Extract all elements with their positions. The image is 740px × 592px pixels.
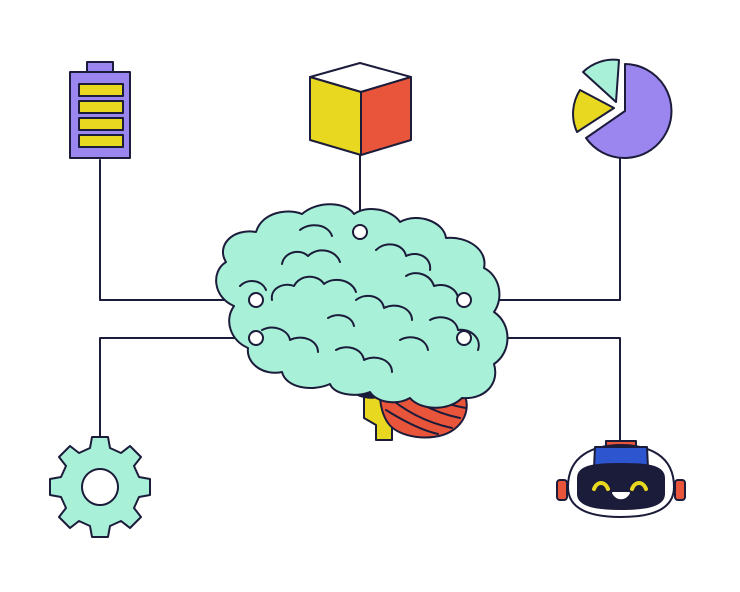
connector-lines (99, 154, 621, 446)
robot-head-icon (556, 440, 686, 518)
pie-chart-icon (572, 58, 673, 159)
line-gear (99, 337, 257, 439)
line-battery (99, 159, 257, 301)
connection-nodes (248, 224, 472, 346)
gear-icon (49, 436, 151, 538)
brain-icon (215, 203, 509, 441)
line-robot (463, 337, 621, 446)
battery-icon (69, 61, 131, 159)
line-pie (463, 154, 621, 301)
brain-folds (239, 224, 480, 373)
cube-icon (309, 62, 412, 156)
